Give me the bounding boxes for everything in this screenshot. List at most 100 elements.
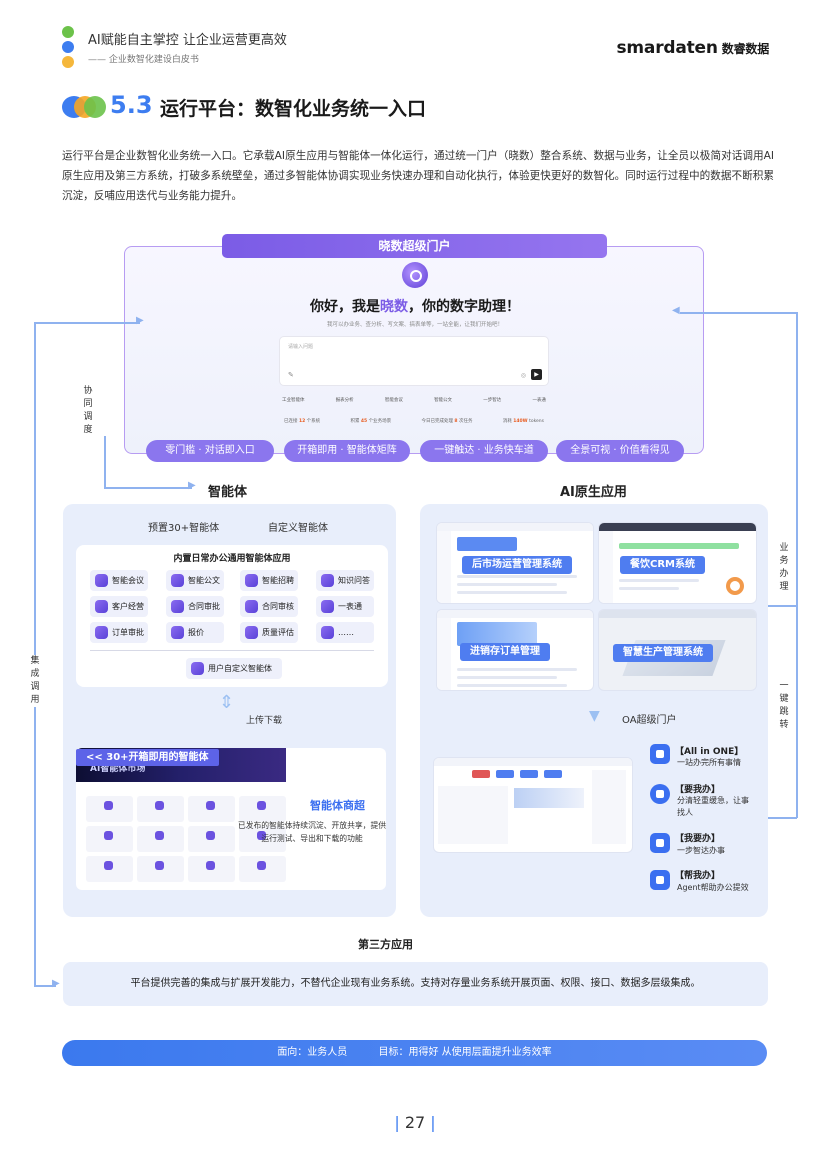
portal-pill: 开箱即用 · 智能体矩阵 xyxy=(284,440,410,462)
agents-divider xyxy=(90,650,374,651)
chat-input-placeholder: 请输入问题 xyxy=(288,344,314,350)
section-intro: 运行平台是企业数智化业务统一入口。它承载AI原生应用与智能体一体化运行，通过统一… xyxy=(62,150,774,202)
agent-market-screenshot: AI智能体市场 xyxy=(76,748,386,890)
label-jump: 一键跳转 xyxy=(779,681,789,730)
portal-pill: 全景可视 · 价值看得见 xyxy=(556,440,684,462)
market-card xyxy=(239,856,286,882)
market-card xyxy=(188,796,235,822)
send-icon[interactable]: ▶ xyxy=(531,369,542,380)
agent-chip[interactable]: 报价 xyxy=(166,622,224,643)
brand-name: smardaten xyxy=(616,38,718,58)
market-card xyxy=(86,796,133,822)
feature-desc: 一步智达办事 xyxy=(677,846,725,855)
header-logo-dots xyxy=(58,26,78,70)
arrow-right-icon: ▶ xyxy=(52,978,60,989)
market-grid xyxy=(86,796,286,882)
upload-download-label: 上传下载 xyxy=(246,716,283,726)
agent-chip[interactable]: 智能招聘 xyxy=(240,570,298,591)
oa-portal-label: OA超级门户 xyxy=(622,715,677,726)
agents-heading: 智能体 xyxy=(208,485,248,500)
portal-greeting-sub: 我可以办业务、查分析、写文案、搞表单等，一站全能，让我们开始吧！ xyxy=(326,322,503,328)
market-card xyxy=(137,796,184,822)
agent-chip[interactable]: 智能公文 xyxy=(166,570,224,591)
target-bar: 面向：业务人员 目标：用得好 从使用层面提升业务效率 xyxy=(62,1040,767,1066)
stat-scenes: 积累 45 个业务场景 xyxy=(350,419,392,424)
portal-pill: 零门槛 · 对话即入口 xyxy=(146,440,274,462)
assign-task-icon xyxy=(650,784,670,804)
feature-title: 【All in ONE】 xyxy=(675,747,744,757)
quick-chip[interactable]: 一表通 xyxy=(532,398,546,403)
stat-systems: 已连接 12 个系统 xyxy=(284,419,321,424)
target-goal: 目标：用得好 从使用层面提升业务效率 xyxy=(378,1047,552,1058)
label-integrate: 集成调用 xyxy=(29,655,41,707)
stat-tokens: 消耗 140W tokens xyxy=(502,419,544,424)
app-tag[interactable]: 智慧生产管理系统 xyxy=(613,644,713,662)
agents-custom-label: 自定义智能体 xyxy=(268,523,328,534)
greet-pre: 你好，我是 xyxy=(310,299,380,315)
label-coordinate: 协同调度 xyxy=(82,385,94,437)
apps-heading: AI原生应用 xyxy=(560,485,627,500)
portal-stats: 已连接 12 个系统 积累 45 个业务场景 今日已完成处理 8 次任务 消耗 … xyxy=(284,418,544,424)
page-number: | 27 | xyxy=(394,1113,436,1132)
help-task-icon xyxy=(650,870,670,890)
quick-chip[interactable]: 智能公文 xyxy=(434,398,453,403)
arrow-down-icon: ▼ xyxy=(589,708,600,724)
portal-chat-input[interactable]: 请输入问题 ✎ ◎ ▶ xyxy=(280,337,548,385)
market-card xyxy=(137,826,184,852)
agent-chip[interactable]: 一表通 xyxy=(316,596,374,617)
target-audience: 面向：业务人员 xyxy=(277,1047,348,1058)
agent-chip[interactable]: 订单审批 xyxy=(90,622,148,643)
quick-chip[interactable]: 报表分析 xyxy=(335,398,354,403)
arrow-left-icon: ◀ xyxy=(672,305,680,316)
mic-icon[interactable]: ◎ xyxy=(520,372,526,379)
agent-chip[interactable]: 智能会议 xyxy=(90,570,148,591)
third-party-title: 第三方应用 xyxy=(358,938,413,951)
label-business: 业务办理 xyxy=(779,543,789,592)
page-number-value: 27 xyxy=(404,1113,426,1132)
market-card xyxy=(188,856,235,882)
portal-pill: 一键触达 · 业务快车道 xyxy=(420,440,548,462)
market-title: 智能体商超 xyxy=(310,799,365,812)
market-banner-text: AI智能体市场 xyxy=(90,764,146,774)
agent-chip[interactable]: 质量评估 xyxy=(240,622,298,643)
agent-chip[interactable]: …… xyxy=(316,622,374,643)
stat-tasks: 今日已完成处理 8 次任务 xyxy=(421,419,473,424)
third-party-box: 平台提供完善的集成与扩展开发能力，不替代企业现有业务系统。支持对存量业务系统开展… xyxy=(63,962,768,1006)
agent-chip[interactable]: 知识问答 xyxy=(316,570,374,591)
portal-header: 晓数超级门户 xyxy=(222,234,607,258)
feature-desc: 分清轻重缓急，让事找人 xyxy=(677,796,749,817)
feature-title: 【我要办】 xyxy=(675,834,721,844)
app-tag[interactable]: 餐饮CRM系统 xyxy=(620,556,705,574)
market-card xyxy=(86,826,133,852)
agent-chip[interactable]: 客户经营 xyxy=(90,596,148,617)
oa-portal-screenshot xyxy=(434,758,632,852)
feature-desc: Agent帮助办公提效 xyxy=(677,883,749,892)
arrow-right-icon: ▶ xyxy=(188,480,196,491)
agent-chip-custom[interactable]: 用户自定义智能体 xyxy=(186,658,282,679)
section-number: 5.3 xyxy=(110,91,153,119)
market-card xyxy=(86,856,133,882)
app-tag[interactable]: 进销存订单管理 xyxy=(460,643,550,661)
header-title: AI赋能自主掌控 让企业运营更高效 xyxy=(88,33,287,48)
agent-chip[interactable]: 合同审核 xyxy=(240,596,298,617)
section-title: 运行平台：数智化业务统一入口 xyxy=(160,98,427,120)
attach-icon[interactable]: ✎ xyxy=(288,371,294,379)
app-tag[interactable]: 后市场运营管理系统 xyxy=(462,556,572,574)
quick-chip[interactable]: 工业智能体 xyxy=(282,398,305,403)
brand-name-cn: 数睿数据 xyxy=(721,42,769,56)
feature-desc: 一站办完所有事情 xyxy=(677,758,741,767)
greet-name: 晓数 xyxy=(380,299,408,315)
portal-greeting: 你好，我是晓数，你的数字助理！ xyxy=(200,296,630,316)
agent-chip[interactable]: 合同审批 xyxy=(166,596,224,617)
arrow-right-icon: ▶ xyxy=(136,315,144,326)
market-tag: << 30+开箱即用的智能体 xyxy=(76,749,219,766)
agents-preset-label: 预置30+智能体 xyxy=(148,523,220,534)
greet-post: ，你的数字助理！ xyxy=(408,299,520,315)
market-card xyxy=(188,826,235,852)
quick-chip[interactable]: 一步智达 xyxy=(483,398,502,403)
quick-chip[interactable]: 智能会议 xyxy=(384,398,403,403)
up-down-arrow-icon: ⇕ xyxy=(219,692,235,713)
market-card xyxy=(137,856,184,882)
market-card xyxy=(239,826,286,852)
